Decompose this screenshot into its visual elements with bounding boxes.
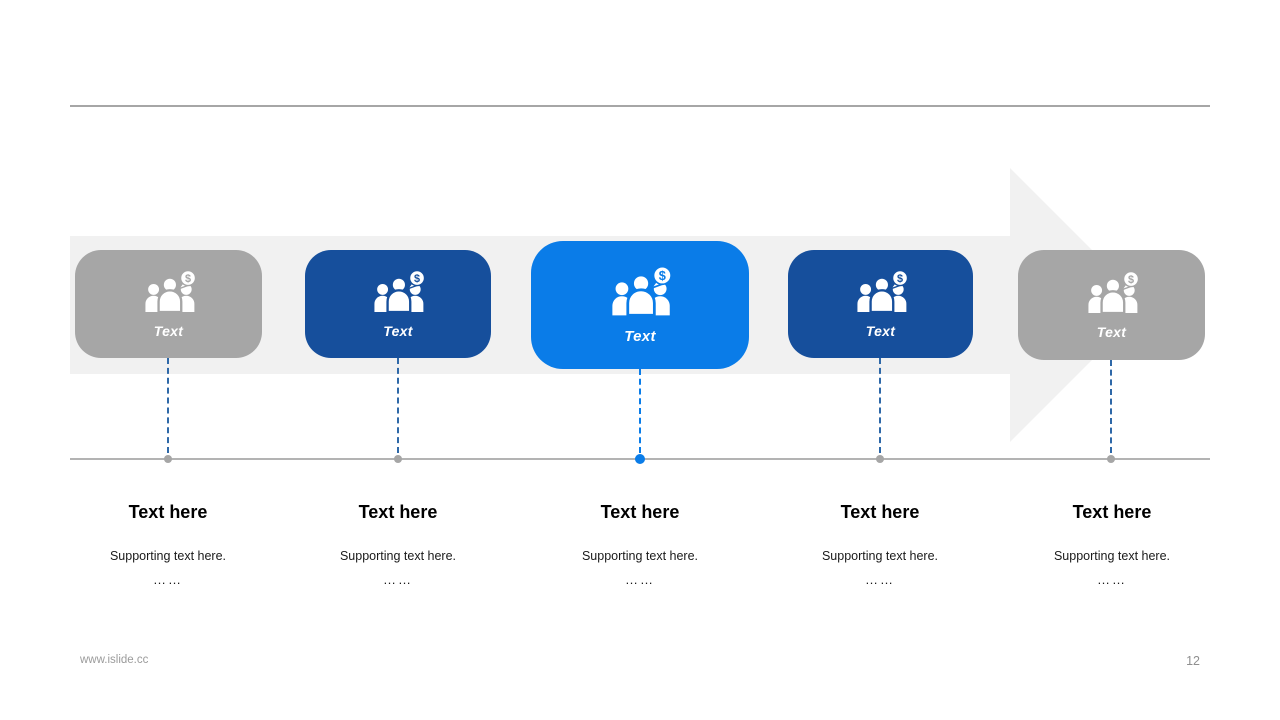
timeline-dot-3 (635, 454, 645, 464)
step-supporting-text: Supporting text here. (109, 549, 227, 563)
step-caption-3[interactable]: Text here Supporting text here. …… (530, 502, 750, 587)
step-caption-2[interactable]: Text here Supporting text here. …… (288, 502, 508, 587)
connector-dashed-line-5 (1110, 360, 1112, 453)
connector-dashed-line-4 (879, 358, 881, 453)
connector-dashed-line-3 (639, 369, 641, 453)
connector-dashed-line-2 (397, 358, 399, 453)
connector-dashed-line-1 (167, 358, 169, 453)
step-ellipsis-text: …… (625, 572, 655, 587)
step-heading: Text here (840, 502, 920, 522)
step-card-2[interactable]: Text (305, 250, 491, 358)
step-card-4[interactable]: Text (788, 250, 973, 358)
step-supporting-text: Supporting text here. (581, 549, 699, 563)
step-caption-5[interactable]: Text here Supporting text here. …… (1002, 502, 1222, 587)
timeline-dot-1 (164, 455, 172, 463)
step-supporting-text: Supporting text here. (339, 549, 457, 563)
step-card-label: Text (624, 327, 656, 345)
people-group-dollar-icon (1086, 270, 1140, 314)
step-card-1[interactable]: Text (75, 250, 262, 358)
step-card-3[interactable]: Text (531, 241, 749, 369)
step-supporting-text: Supporting text here. (821, 549, 939, 563)
people-group-dollar-icon (855, 269, 909, 313)
step-card-label: Text (153, 322, 184, 339)
timeline-dot-2 (394, 455, 402, 463)
people-group-dollar-icon (373, 269, 426, 313)
step-ellipsis-text: …… (865, 572, 895, 587)
step-heading: Text here (600, 502, 680, 522)
step-card-label: Text (865, 322, 896, 339)
step-caption-1[interactable]: Text here Supporting text here. …… (58, 502, 278, 587)
timeline-dot-4 (876, 455, 884, 463)
footer-website-url: www.islide.cc (80, 654, 149, 666)
people-group-dollar-icon (143, 269, 197, 313)
step-ellipsis-text: …… (1097, 572, 1127, 587)
page-number: 12 (1186, 654, 1200, 668)
step-card-label: Text (383, 322, 413, 339)
step-supporting-text: Supporting text here. (1053, 549, 1171, 563)
step-heading: Text here (1072, 502, 1152, 522)
step-heading: Text here (128, 502, 208, 522)
step-card-5[interactable]: Text (1018, 250, 1205, 360)
people-group-dollar-icon (610, 265, 673, 317)
timeline-dot-5 (1107, 455, 1115, 463)
step-ellipsis-text: …… (383, 572, 413, 587)
step-heading: Text here (358, 502, 438, 522)
step-card-label: Text (1096, 323, 1127, 340)
step-ellipsis-text: …… (153, 572, 183, 587)
step-caption-4[interactable]: Text here Supporting text here. …… (770, 502, 990, 587)
top-divider-line (70, 105, 1210, 107)
